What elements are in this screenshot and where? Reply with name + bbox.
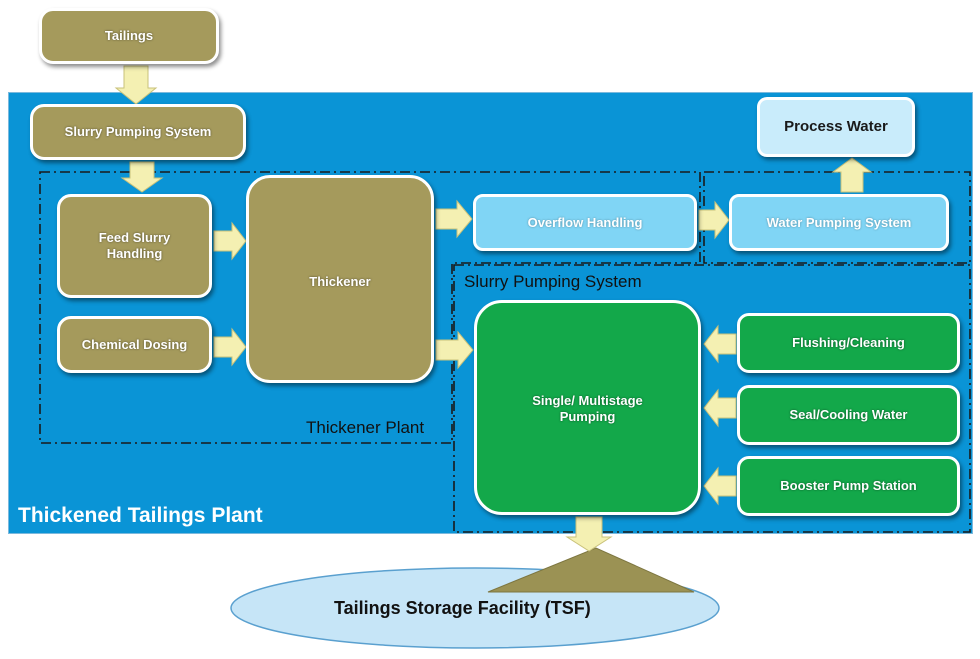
slurry-pumping-system-box: Slurry Pumping System xyxy=(30,104,246,160)
arrow-booster-to-pumping xyxy=(703,466,737,506)
tsf-label: Tailings Storage Facility (TSF) xyxy=(334,598,591,618)
water-pumping-system-box: Water Pumping System xyxy=(729,194,949,251)
tailings-box: Tailings xyxy=(39,8,219,64)
booster-pump-station-box: Booster Pump Station xyxy=(737,456,960,516)
seal-cooling-water-box: Seal/Cooling Water xyxy=(737,385,960,445)
arrow-slurry-to-feed xyxy=(120,161,164,193)
arrow-flushing-to-pumping xyxy=(703,324,737,364)
slurry-pumping-system-boundary xyxy=(453,264,971,533)
arrow-thickener-to-pumping xyxy=(435,330,474,370)
flushing-cleaning-box: Flushing/Cleaning xyxy=(737,313,960,373)
arrow-seal-to-pumping xyxy=(703,388,737,428)
tsf-mound xyxy=(487,547,695,593)
feed-slurry-handling-box: Feed Slurry Handling xyxy=(57,194,212,298)
thickener-box: Thickener xyxy=(246,175,434,383)
chemical-dosing-box: Chemical Dosing xyxy=(57,316,212,373)
arrow-thickener-to-overflow xyxy=(435,199,473,239)
arrow-feed-to-thickener xyxy=(213,221,247,261)
slurry-pumping-system-label: Slurry Pumping System xyxy=(464,272,642,291)
arrow-water-to-process xyxy=(831,157,873,193)
single-multistage-pumping-box: Single/ Multistage Pumping xyxy=(474,300,701,515)
thickened-tailings-plant-label: Thickened Tailings Plant xyxy=(18,504,263,527)
process-water-box: Process Water xyxy=(757,97,915,157)
overflow-handling-box: Overflow Handling xyxy=(473,194,697,251)
thickener-plant-label: Thickener Plant xyxy=(306,418,425,437)
arrow-dosing-to-thickener xyxy=(213,327,247,367)
arrow-overflow-to-water xyxy=(698,200,730,240)
arrow-tailings-to-slurry xyxy=(114,65,158,105)
thickener-plant-boundary xyxy=(39,171,701,444)
arrow-pumping-to-tsf xyxy=(565,516,613,552)
